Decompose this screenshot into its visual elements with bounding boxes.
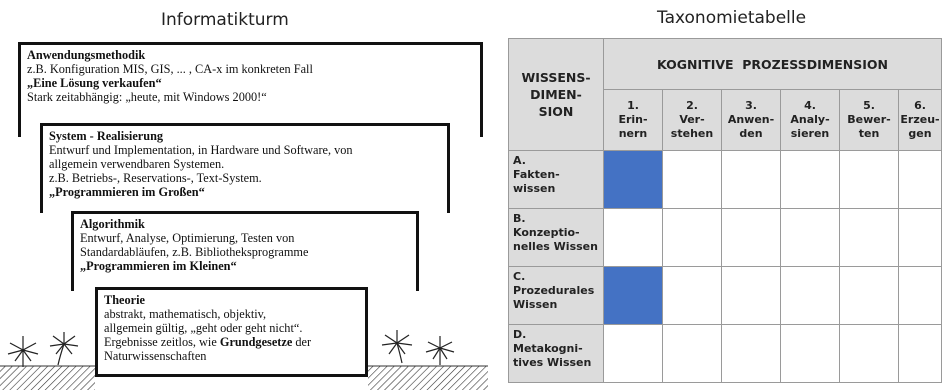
level-system-realisierung: System - Realisierung Entwurf und Implem…: [40, 123, 450, 213]
table-cell: [780, 150, 840, 209]
taxonomy-table: WISSENS- DIMEN- SION KOGNITIVE PROZESSDI…: [508, 38, 942, 383]
column-header: 2.Ver-stehen: [662, 89, 722, 151]
ground-hatching: [0, 365, 488, 390]
table-cell: [603, 324, 663, 383]
level-title: Theorie: [104, 293, 145, 307]
column-header: 4.Analy-sieren: [780, 89, 840, 151]
level-text: Stark zeitabhängig: „heute, mit Windows …: [27, 90, 267, 104]
table-cell: [662, 266, 722, 325]
level-theorie: Theorie abstrakt, mathematisch, objektiv…: [95, 287, 368, 377]
row-header: A.Fakten-wissen: [508, 150, 604, 209]
table-row: D.Metakogni-tives Wissen: [508, 324, 942, 383]
row-header: D.Metakogni-tives Wissen: [508, 324, 604, 383]
flower-icon: [425, 336, 455, 365]
level-text: allgemein gültig, „geht oder geht nicht“…: [104, 321, 303, 335]
column-header: 6.Erzeu-gen: [898, 89, 942, 151]
level-title: Anwendungsmethodik: [27, 48, 146, 62]
table-row: B.Konzeptio-nelles Wissen: [508, 208, 942, 267]
level-text: z.B. Konfiguration MIS, GIS, ... , CA-x …: [27, 62, 313, 76]
table-cell: [898, 150, 942, 209]
column-header: 3.Anwen-den: [721, 89, 781, 151]
flower-icon: [49, 332, 79, 366]
table-cell: [780, 208, 840, 267]
level-emphasis: „Programmieren im Kleinen“: [80, 259, 237, 273]
level-text: Naturwissenschaften: [104, 349, 207, 363]
level-title: Algorithmik: [80, 217, 145, 231]
level-algorithmik: Algorithmik Entwurf, Analyse, Optimierun…: [71, 211, 419, 291]
table-cell: [839, 208, 899, 267]
level-text: Entwurf, Analyse, Optimierung, Testen vo…: [80, 231, 295, 245]
table-cell: [662, 208, 722, 267]
table-cell: [839, 324, 899, 383]
row-header: B.Konzeptio-nelles Wissen: [508, 208, 604, 267]
level-anwendungsmethodik: Anwendungsmethodik z.B. Konfiguration MI…: [18, 42, 483, 137]
table-cell: [662, 150, 722, 209]
level-emphasis: „Eine Lösung verkaufen“: [27, 76, 162, 90]
level-text: Standardabläufen, z.B. Bibliotheksprogra…: [80, 245, 309, 259]
table-cell: [721, 150, 781, 209]
table-cell: [780, 324, 840, 383]
table-cell: [839, 266, 899, 325]
left-heading: Informatikturm: [161, 10, 289, 30]
table-cell: [662, 324, 722, 383]
column-header: 5.Bewer-ten: [839, 89, 899, 151]
table-cell: [603, 266, 663, 325]
corner-header: WISSENS- DIMEN- SION: [508, 38, 604, 151]
level-text: abstrakt, mathematisch, objektiv,: [104, 307, 267, 321]
table-cell: [721, 208, 781, 267]
table-cell: [721, 266, 781, 325]
table-cell: [839, 150, 899, 209]
table-cell: [898, 208, 942, 267]
table-cell: [603, 150, 663, 209]
table-cell: [898, 266, 942, 325]
table-cell: [721, 324, 781, 383]
level-text: Ergebnisse zeitlos, wie Grundgesetze der: [104, 335, 312, 349]
table-cell: [780, 266, 840, 325]
level-emphasis: „Programmieren im Großen“: [49, 185, 205, 199]
level-text: z.B. Betriebs-, Reservations-, Text-Syst…: [49, 171, 262, 185]
table-cell: [898, 324, 942, 383]
level-title: System - Realisierung: [49, 129, 164, 143]
table-cell: [603, 208, 663, 267]
flower-icon: [381, 330, 413, 364]
cognitive-dimension-header: KOGNITIVE PROZESSDIMENSION: [603, 38, 942, 90]
level-text: Entwurf und Implementation, in Hardware …: [49, 143, 353, 157]
flower-icon: [7, 336, 39, 367]
table-row: A.Fakten-wissen: [508, 150, 942, 209]
right-heading: Taxonomietabelle: [657, 8, 807, 28]
column-header: 1.Erin-nern: [603, 89, 663, 151]
level-text: allgemein verwendbaren Systemen.: [49, 157, 225, 171]
